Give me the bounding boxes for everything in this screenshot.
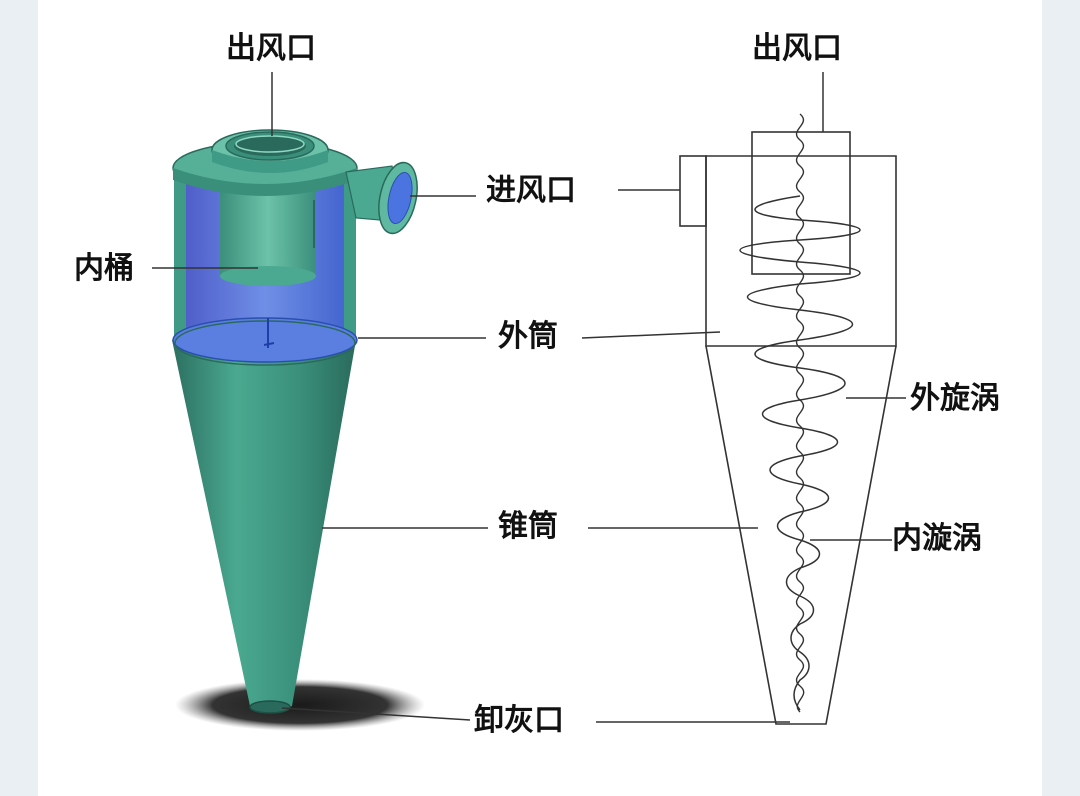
label-cone: 锥筒 bbox=[498, 509, 558, 544]
schematic-cone bbox=[705, 345, 897, 725]
label-right-outlet: 出风口 bbox=[752, 31, 842, 66]
inlet-opening bbox=[387, 171, 413, 225]
ash-outlet-rim bbox=[249, 700, 291, 714]
cylinder-edge-left bbox=[174, 168, 186, 342]
schematic-outer-cylinder bbox=[705, 155, 897, 347]
cyclone-3d-model bbox=[172, 129, 425, 731]
cone-body bbox=[172, 340, 356, 711]
label-inner-vortex: 内漩涡 bbox=[892, 521, 982, 556]
schematic-outlet-pipe bbox=[751, 131, 851, 275]
leader-lines bbox=[152, 72, 906, 723]
label-inlet: 进风口 bbox=[486, 173, 576, 208]
ground-shadow bbox=[175, 679, 425, 731]
schematic-inner-vortex bbox=[795, 113, 805, 713]
cyclone-schematic bbox=[679, 113, 897, 725]
leader-outer-right bbox=[581, 331, 721, 339]
label-ash-outlet: 卸灰口 bbox=[474, 703, 564, 738]
schematic-outer-vortex bbox=[739, 195, 861, 711]
label-outer-cylinder: 外筒 bbox=[498, 319, 558, 354]
inner-tube bbox=[220, 188, 316, 276]
cylinder-edge-right bbox=[344, 168, 356, 342]
leader-ash-left bbox=[281, 707, 471, 721]
label-inner-tube: 内桶 bbox=[74, 251, 134, 286]
label-outer-vortex: 外旋涡 bbox=[910, 381, 1000, 416]
junction-ellipse bbox=[172, 317, 358, 363]
schematic-inlet bbox=[679, 155, 707, 227]
label-left-outlet: 出风口 bbox=[226, 31, 316, 66]
